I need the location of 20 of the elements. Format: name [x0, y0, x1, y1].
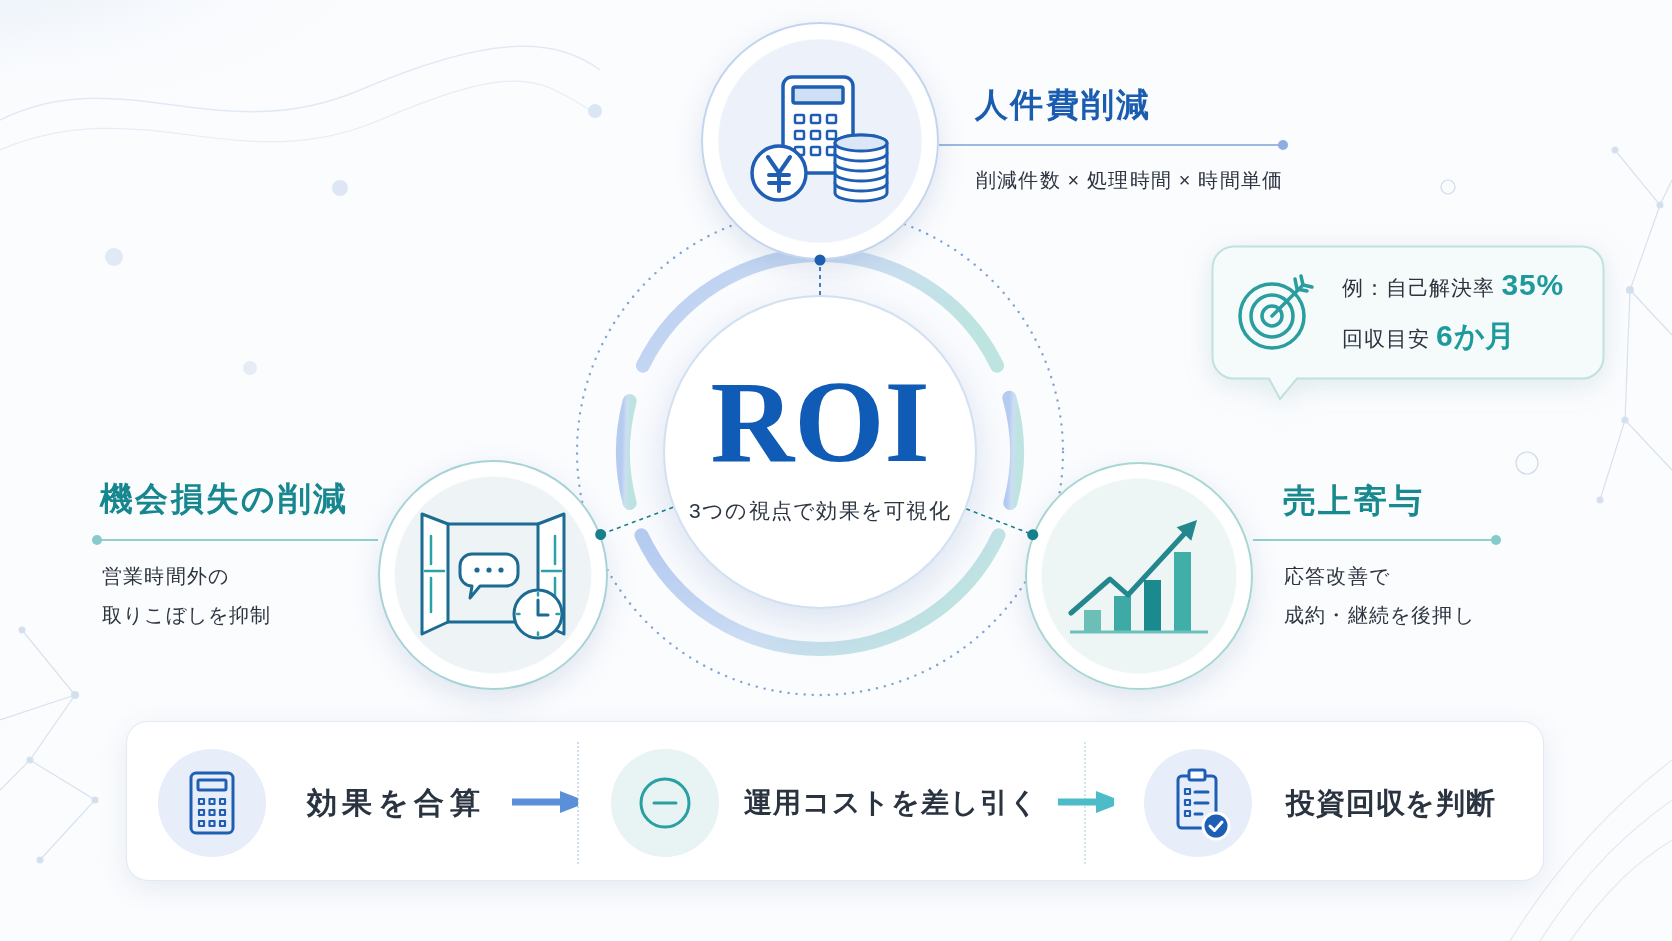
process-panel	[126, 721, 1544, 881]
callout-text: 例：自己解決率 35%	[1342, 267, 1565, 303]
description-text: 営業時間外の	[102, 564, 230, 589]
description-text: 応答改善で	[1284, 564, 1390, 589]
description-text: 取りこぼしを抑制	[102, 603, 272, 628]
section-heading: 機会損失の削減	[100, 479, 349, 519]
speech-bubble	[1211, 245, 1605, 401]
roi-title: ROI	[710, 364, 930, 480]
dashed-connector	[595, 506, 674, 540]
step-label: 投資回収を判断	[1286, 786, 1497, 821]
roi-subtitle: 3つの視点で効果を可視化	[689, 498, 951, 524]
callout-text: 回収目安 6か月	[1342, 318, 1518, 354]
step-label: 運用コストを差し引く	[744, 786, 1039, 820]
description-text: 削減件数 × 処理時間 × 時間単価	[976, 168, 1284, 193]
dashed-connector	[965, 508, 1039, 541]
section-heading: 売上寄与	[1283, 481, 1425, 521]
step-label: 効果を合算	[307, 785, 485, 821]
description-text: 成約・継続を後押し	[1284, 603, 1475, 628]
section-heading: 人件費削減	[975, 85, 1152, 125]
dashed-connector	[814, 254, 826, 296]
